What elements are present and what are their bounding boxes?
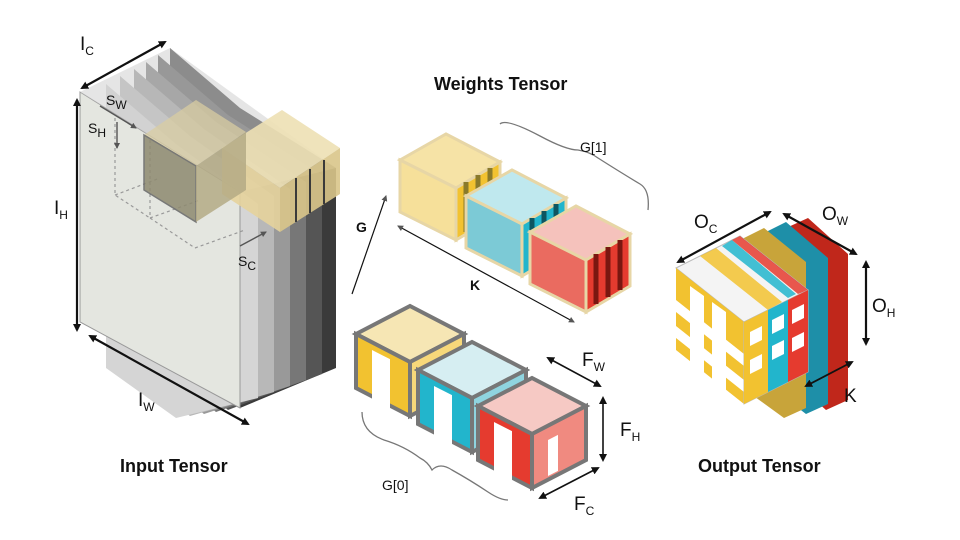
- fc-arrow: [538, 467, 600, 499]
- g1-brace: [499, 121, 649, 211]
- output-tensor-title: Output Tensor: [698, 456, 821, 476]
- ow-arrow: [782, 213, 858, 255]
- g-arrow: [351, 195, 388, 295]
- sw-label: SW: [106, 92, 127, 112]
- fh-label: FH: [620, 420, 640, 444]
- k-arrow-weights: [397, 225, 575, 323]
- input-tensor: IC IH IW SW SH SC Input Tensor: [54, 34, 340, 476]
- ic-arrow: [80, 41, 167, 89]
- input-tensor-title: Input Tensor: [120, 456, 228, 476]
- iw-arrow: [88, 335, 250, 425]
- g0-brace: [361, 411, 509, 501]
- sw-arrow: [99, 105, 137, 129]
- sc-label: SC: [238, 253, 256, 273]
- iw-label: IW: [138, 390, 155, 414]
- oh-label: OH: [872, 296, 895, 320]
- ic-label: IC: [80, 34, 94, 58]
- k-label-output: K: [844, 386, 857, 407]
- oc-label: OC: [694, 212, 718, 236]
- fc-label: FC: [574, 494, 595, 518]
- k-label-weights: K: [470, 277, 480, 293]
- g0-label: G[0]: [382, 477, 408, 493]
- weights-tensor-title: Weights Tensor: [434, 74, 567, 94]
- g1-label: G[1]: [580, 139, 606, 155]
- ih-label: IH: [54, 198, 68, 222]
- fw-label: FW: [582, 350, 606, 374]
- weights-group-1: G[1]: [396, 121, 649, 315]
- ow-label: OW: [822, 204, 849, 228]
- output-tensor: OC OW OH K Output Tensor: [675, 204, 895, 476]
- weights-group-0: FW FH FC G[0]: [351, 303, 640, 518]
- weight-block-red-g1: [526, 204, 634, 315]
- input-filter-region: [143, 100, 340, 232]
- k-arrow-output: [804, 361, 854, 387]
- oc-arrow: [676, 211, 772, 263]
- output-side-columns: [744, 290, 808, 404]
- fw-arrow: [546, 357, 602, 387]
- g-label: G: [356, 219, 367, 235]
- output-front-pattern: [676, 286, 744, 392]
- sh-label: SH: [88, 120, 106, 140]
- sc-arrow: [239, 231, 267, 247]
